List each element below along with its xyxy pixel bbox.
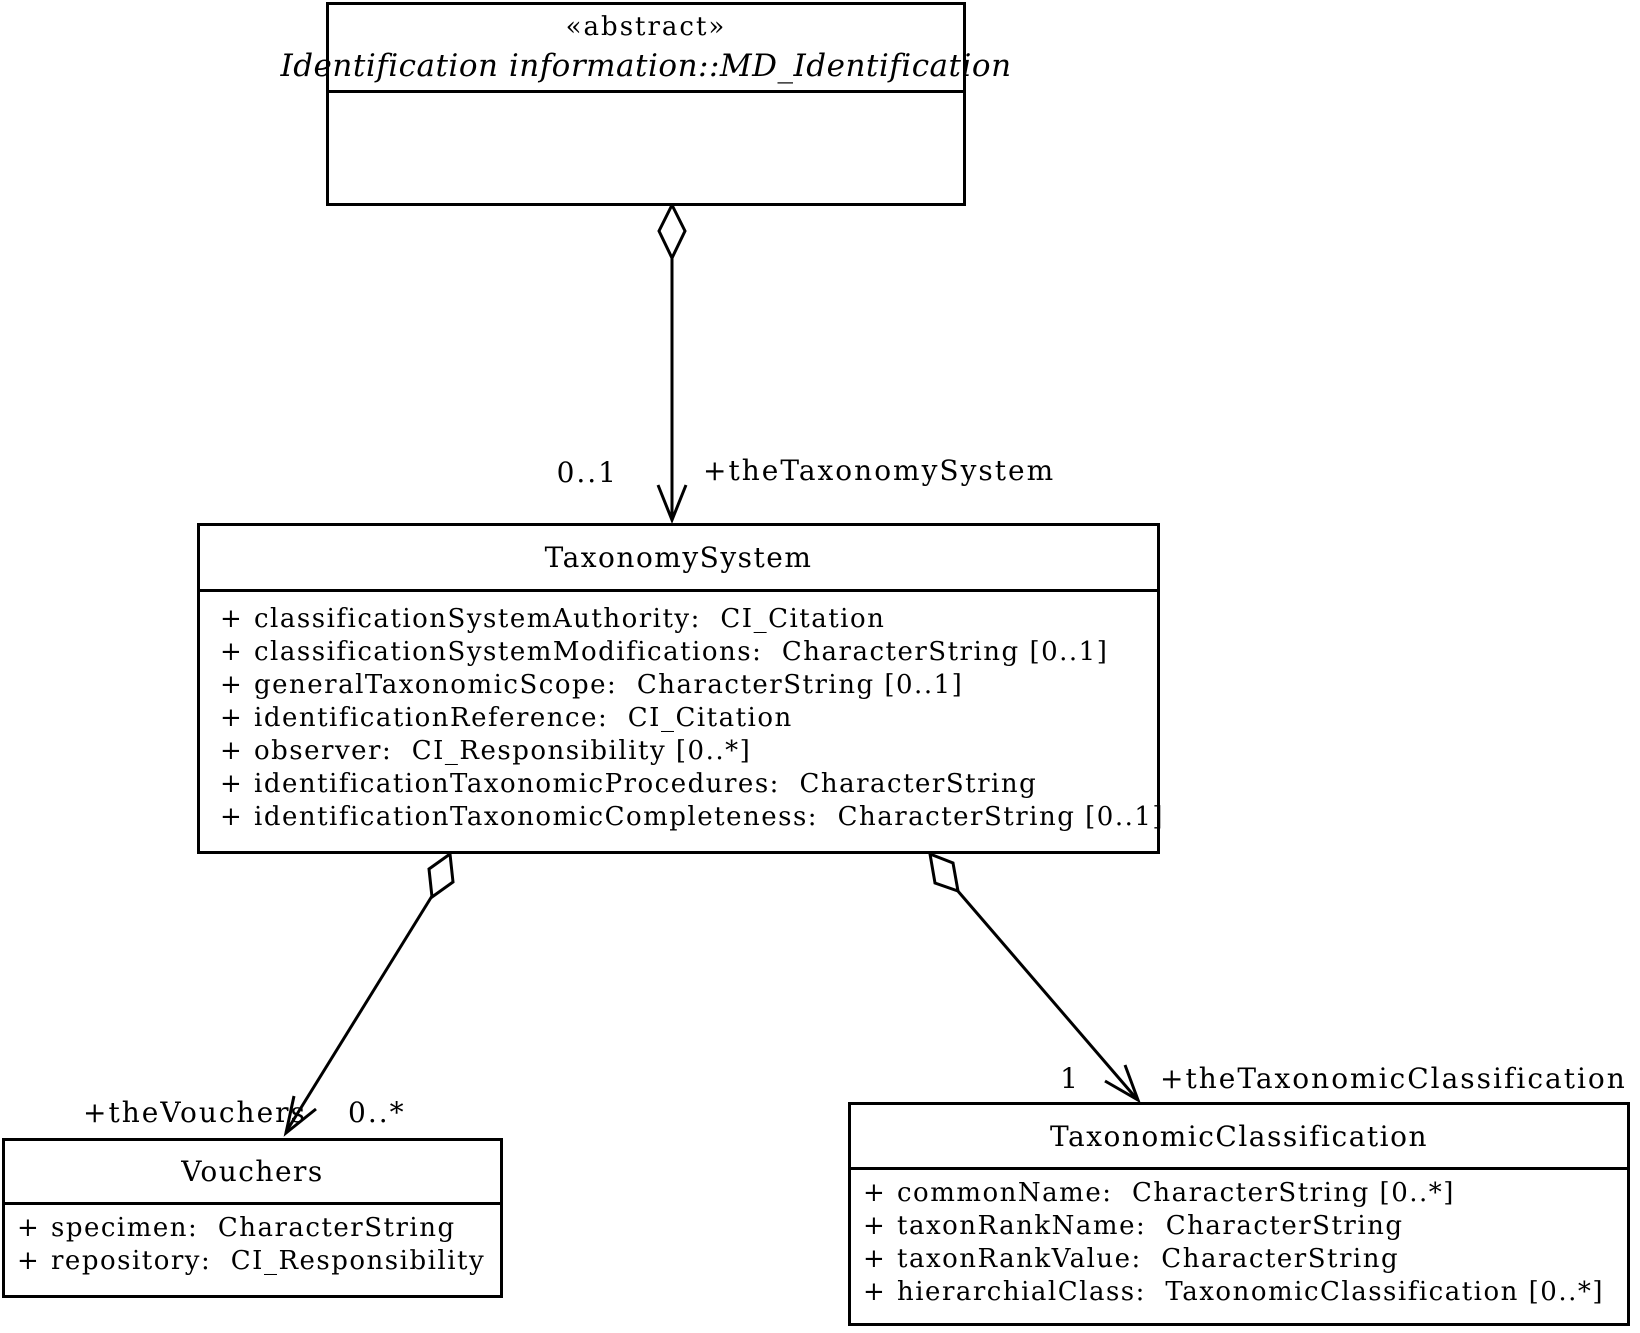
class-name: Identification information::MD_Identific… xyxy=(280,47,1012,84)
class-attributes-compartment: + classificationSystemAuthority: CI_Citat… xyxy=(200,592,1163,851)
attribute-row: + classificationSystemAuthority: CI_Citat… xyxy=(220,604,1151,637)
role-label-vouchers: +theVouchers xyxy=(83,1096,307,1129)
class-title-compartment: «abstract» Identification information::M… xyxy=(280,5,1011,93)
association-line xyxy=(284,895,434,1133)
attribute-text: identificationTaxonomicCompleteness: Cha… xyxy=(254,802,1165,832)
visibility-marker: + xyxy=(17,1213,41,1243)
visibility-marker: + xyxy=(863,1178,887,1208)
visibility-marker: + xyxy=(220,703,244,733)
stereotype-label: «abstract» xyxy=(565,11,727,42)
class-title-compartment: Vouchers xyxy=(5,1141,500,1205)
multiplicity-label-taxonomicclassification: 1 xyxy=(1060,1062,1080,1095)
attribute-text: specimen: CharacterString xyxy=(51,1213,456,1243)
open-arrowhead-icon xyxy=(656,484,688,525)
attribute-text: hierarchialClass: TaxonomicClassificatio… xyxy=(897,1277,1604,1307)
class-name: Vouchers xyxy=(181,1155,324,1188)
attribute-row: + identificationTaxonomicProcedures: Char… xyxy=(220,769,1151,802)
visibility-marker: + xyxy=(17,1246,41,1276)
visibility-marker: + xyxy=(863,1211,887,1241)
attribute-text: taxonRankValue: CharacterString xyxy=(897,1244,1400,1274)
attribute-row: + taxonRankName: CharacterString xyxy=(863,1211,1621,1244)
attribute-text: commonName: CharacterString [0..*] xyxy=(897,1178,1455,1208)
attribute-row: + repository: CI_Responsibility xyxy=(17,1246,494,1279)
attribute-text: identificationReference: CI_Citation xyxy=(254,703,793,733)
visibility-marker: + xyxy=(220,670,244,700)
class-name: TaxonomySystem xyxy=(544,541,813,574)
class-attributes-compartment xyxy=(329,93,963,203)
class-title-compartment: TaxonomySystem xyxy=(200,526,1157,592)
visibility-marker: + xyxy=(220,604,244,634)
aggregation-diamond-icon xyxy=(928,851,960,894)
attribute-text: generalTaxonomicScope: CharacterString [… xyxy=(254,670,964,700)
visibility-marker: + xyxy=(863,1277,887,1307)
open-arrowhead-icon xyxy=(283,1095,317,1137)
aggregation-taxonomysystem-to-vouchers xyxy=(283,851,455,1137)
attribute-text: classificationSystemModifications: Chara… xyxy=(254,637,1109,667)
visibility-marker: + xyxy=(220,769,244,799)
attribute-text: identificationTaxonomicProcedures: Chara… xyxy=(254,769,1038,799)
attribute-row: + hierarchialClass: TaxonomicClassificati… xyxy=(863,1277,1621,1310)
aggregation-taxonomysystem-to-taxonomicclassification xyxy=(928,851,1141,1104)
attribute-row: + identificationTaxonomicCompleteness: Ch… xyxy=(220,802,1163,835)
class-box-md-identification: «abstract» Identification information::M… xyxy=(280,2,1011,206)
association-line xyxy=(955,889,1138,1099)
class-attributes-compartment: + specimen: CharacterString + repository: … xyxy=(5,1205,500,1295)
attribute-row: + classificationSystemModifications: Char… xyxy=(220,637,1151,670)
class-title-compartment: TaxonomicClassification xyxy=(851,1105,1627,1170)
class-attributes-compartment: + commonName: CharacterString [0..*] + tax… xyxy=(851,1170,1627,1323)
class-box-vouchers: Vouchers + specimen: CharacterString + rep… xyxy=(2,1138,503,1298)
aggregation-diamond-icon xyxy=(657,201,687,262)
attribute-row: + taxonRankValue: CharacterString xyxy=(863,1244,1621,1277)
aggregation-diamond-icon xyxy=(427,851,455,900)
open-arrowhead-icon xyxy=(1104,1064,1141,1104)
role-label-taxonomicclassification: +theTaxonomicClassification xyxy=(1160,1062,1627,1095)
attribute-row: + identificationReference: CI_Citation xyxy=(220,703,1151,736)
attribute-row: + specimen: CharacterString xyxy=(17,1213,494,1246)
aggregation-md-identification-to-taxonomysystem xyxy=(656,201,688,525)
class-name: TaxonomicClassification xyxy=(1050,1119,1428,1153)
attribute-text: taxonRankName: CharacterString xyxy=(897,1211,1404,1241)
multiplicity-label-vouchers: 0..* xyxy=(348,1096,406,1129)
attribute-row: + observer: CI_Responsibility [0..*] xyxy=(220,736,1151,769)
role-label-taxonomysystem: +theTaxonomySystem xyxy=(703,454,1056,487)
multiplicity-label-taxonomysystem: 0..1 xyxy=(556,456,618,489)
class-box-taxonomicclassification: TaxonomicClassification + commonName: Cha… xyxy=(848,1102,1630,1326)
class-box-taxonomysystem: TaxonomySystem + classificationSystemAuth… xyxy=(197,523,1163,854)
visibility-marker: + xyxy=(220,637,244,667)
attribute-row: + generalTaxonomicScope: CharacterString … xyxy=(220,670,1151,703)
attribute-text: classificationSystemAuthority: CI_Citati… xyxy=(254,604,886,634)
attribute-row: + commonName: CharacterString [0..*] xyxy=(863,1178,1621,1211)
visibility-marker: + xyxy=(863,1244,887,1274)
visibility-marker: + xyxy=(220,802,244,832)
attribute-text: repository: CI_Responsibility xyxy=(51,1246,486,1276)
visibility-marker: + xyxy=(220,736,244,766)
attribute-text: observer: CI_Responsibility [0..*] xyxy=(254,736,752,766)
